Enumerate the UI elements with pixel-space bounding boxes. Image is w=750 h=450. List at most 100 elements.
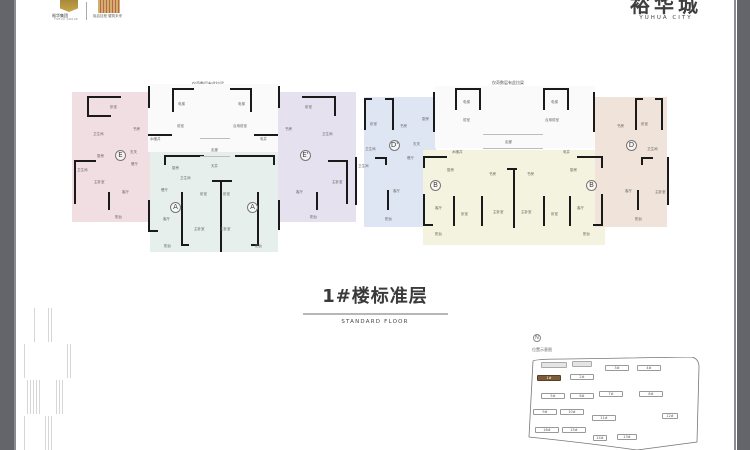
wall (455, 88, 481, 90)
left-border-line (14, 0, 16, 450)
site-building-14[interactable]: 14# (593, 435, 607, 441)
room-label: 客厅 (163, 217, 170, 221)
site-building-12[interactable]: 12# (662, 413, 678, 419)
right-border-line (734, 0, 736, 450)
room-label: 阳台 (164, 244, 171, 248)
deco-line (67, 344, 68, 378)
wall (661, 98, 663, 130)
site-building-15[interactable]: 15# (562, 427, 586, 433)
site-plan-label: 位置示意图 (532, 347, 552, 352)
wall (278, 200, 280, 230)
unit-tag-d-prime: D' (389, 140, 400, 151)
wall (172, 88, 174, 112)
room-label: 阳台 (583, 232, 590, 236)
room-label: 卧室 (641, 122, 648, 126)
site-building-9[interactable]: 9# (533, 409, 557, 415)
room-label: 合用前室 (233, 124, 247, 128)
site-boundary (528, 357, 700, 450)
unit-tag-a: A (170, 202, 181, 213)
unit-tag-d: D (626, 140, 637, 151)
deco-line (24, 344, 25, 378)
deco-line (36, 380, 37, 414)
wall (164, 155, 204, 157)
site-building-10[interactable]: 10# (560, 409, 584, 415)
wall (601, 194, 603, 226)
wall (148, 134, 172, 136)
wall (635, 98, 637, 130)
room-label: 主卧室 (194, 227, 205, 231)
room-label: 玄关 (130, 150, 137, 154)
wall (346, 160, 348, 204)
deco-line (51, 308, 52, 342)
room-label: 厨房 (422, 117, 429, 121)
partition (200, 138, 230, 139)
deco-line (33, 380, 34, 414)
wall (334, 96, 336, 116)
wall (316, 192, 318, 210)
wall (387, 190, 389, 210)
room-label: 走廊 (505, 140, 512, 144)
deco-line (30, 380, 31, 414)
room-label: 电梯 (551, 100, 558, 104)
room-label: 电梯 (238, 102, 245, 106)
room-label: 卫生间 (77, 168, 88, 172)
room-label: 水暖井 (150, 137, 161, 141)
room-label: 卧室 (305, 105, 312, 109)
room-label: 主卧室 (220, 227, 231, 231)
site-building-8[interactable]: 8# (639, 391, 663, 397)
room-label: 阳台 (115, 215, 122, 219)
site-building-3[interactable]: 3# (605, 365, 629, 371)
wall (455, 88, 457, 110)
room-label: 电梯 (178, 102, 185, 106)
deco-line (24, 416, 25, 450)
wall (181, 192, 183, 244)
partition (483, 134, 543, 135)
wall (569, 196, 571, 226)
room-label: 主卧室 (655, 190, 666, 194)
room-label: 书房 (285, 127, 292, 131)
room-label: 天井 (211, 164, 218, 168)
room-label: 电井 (260, 137, 267, 141)
wall (87, 96, 121, 98)
site-building-1[interactable]: 1# (537, 375, 561, 381)
page-subtitle: STANDARD FLOOR (341, 319, 409, 325)
wall (667, 157, 669, 205)
unit-e-zone (72, 92, 150, 222)
unit-tag-b: B (430, 180, 441, 191)
site-building-7[interactable]: 7# (599, 391, 623, 397)
room-label: 前室 (177, 124, 184, 128)
room-label: 卫生间 (322, 132, 333, 136)
site-building-13[interactable]: 13# (617, 434, 637, 440)
room-label: 厨房 (97, 154, 104, 158)
wall (328, 160, 348, 162)
site-building-plain (572, 361, 592, 367)
deco-line (27, 380, 28, 414)
deco-line (59, 380, 60, 414)
site-building-5[interactable]: 5# (541, 393, 565, 399)
wall (76, 160, 96, 162)
logo-divider (86, 2, 87, 20)
wall (364, 98, 372, 100)
site-building-2[interactable]: 2# (570, 374, 594, 380)
deco-line (48, 416, 49, 450)
wall (87, 96, 89, 116)
wall (593, 224, 603, 226)
wall (567, 88, 569, 110)
room-label: 书房 (489, 172, 496, 176)
brand-logo: 裕华城 YUHUA CITY (618, 0, 714, 21)
wall (364, 98, 366, 130)
unit-tag-e-prime: E' (300, 150, 311, 161)
site-building-11[interactable]: 11# (592, 415, 616, 421)
room-label: 书房 (527, 172, 534, 176)
brand-name-cn: 裕华城 (630, 0, 702, 17)
wall (148, 86, 150, 108)
site-building-6[interactable]: 6# (570, 393, 594, 399)
room-label: 厨房 (570, 168, 577, 172)
wall (543, 196, 545, 226)
wall (278, 86, 280, 108)
site-building-4[interactable]: 4# (637, 365, 661, 371)
wall (108, 192, 110, 210)
site-building-16[interactable]: 16# (535, 427, 559, 433)
brand-name-en: YUHUA CITY (639, 15, 693, 21)
